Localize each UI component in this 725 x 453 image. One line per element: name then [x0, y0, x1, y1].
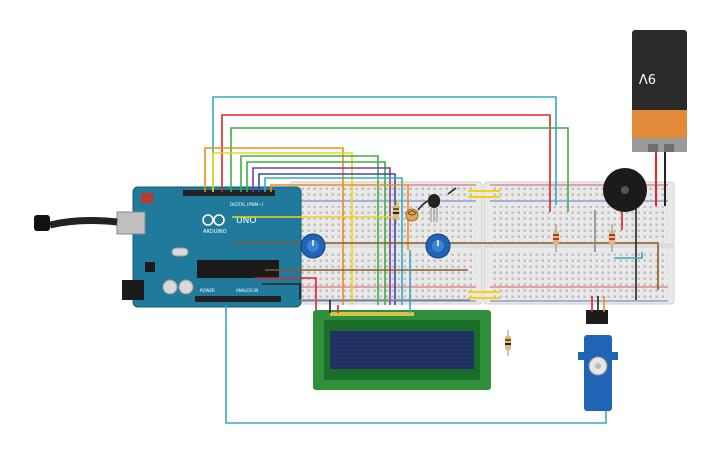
arduino-logo-icon — [202, 214, 225, 226]
analog-header-label: ANALOG IN — [236, 288, 258, 293]
lcd-display[interactable] — [313, 310, 491, 390]
resistor[interactable] — [609, 224, 615, 252]
jumper-wire[interactable] — [447, 187, 457, 195]
loose-resistor[interactable] — [505, 330, 511, 356]
analog-power-header — [195, 296, 281, 302]
piezo-buzzer[interactable] — [603, 168, 647, 212]
potentiometer-right[interactable] — [425, 233, 451, 259]
capacitor — [178, 279, 194, 295]
digital-header-label: DIGITAL (PWM~) — [230, 202, 264, 207]
reset-button[interactable] — [141, 193, 153, 203]
capacitor — [162, 279, 178, 295]
digital-header — [183, 190, 275, 196]
rail-bridge-wires[interactable] — [468, 190, 500, 299]
servo-connector — [586, 310, 608, 324]
lcd-data-wires[interactable] — [329, 250, 411, 313]
arduino-uno[interactable]: ARDUINO UNO DIGITAL (PWM~) ANALOG IN POW… — [116, 186, 302, 308]
servo-motor[interactable] — [578, 310, 618, 411]
resistor[interactable] — [553, 224, 559, 252]
dc-jack — [122, 280, 144, 300]
photoresistor[interactable] — [405, 208, 419, 222]
small-chip — [145, 262, 155, 272]
lcd-pin-header — [330, 312, 414, 316]
atmega-chip — [197, 260, 279, 278]
battery-label: 9V — [639, 70, 656, 85]
power-header-label: POWER — [200, 288, 215, 293]
temperature-sensor[interactable] — [428, 194, 440, 222]
usb-cable[interactable] — [34, 215, 118, 231]
servo-wires[interactable] — [591, 296, 605, 312]
usb-port — [116, 211, 146, 235]
potentiometer-left[interactable] — [300, 233, 326, 259]
model-label: UNO — [236, 216, 256, 226]
lcd-screen — [330, 331, 474, 369]
crystal — [171, 247, 189, 257]
signal-wires[interactable] — [204, 96, 569, 305]
breadboard-wires[interactable] — [594, 208, 643, 300]
sensor-lead-wire[interactable] — [417, 199, 431, 211]
battery-9v[interactable]: 9V — [632, 30, 687, 152]
brand-label: ARDUINO — [203, 229, 227, 235]
resistor[interactable] — [393, 200, 399, 224]
